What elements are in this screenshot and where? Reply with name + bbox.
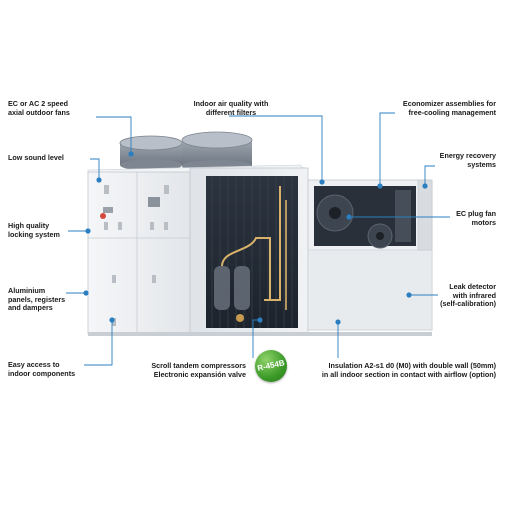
label-economizer: Economizer assemblies for free-cooling m… [402, 99, 496, 117]
refrigerant-badge: R-454B [255, 350, 287, 382]
refrigerant-badge-text: R-454B [256, 358, 286, 373]
label-economizer-line1: Economizer assemblies for [402, 99, 496, 108]
callout-dots [83, 151, 428, 325]
label-scroll-line1: Scroll tandem compressors [151, 361, 246, 370]
label-indoor-air-line1: Indoor air quality with [193, 99, 269, 108]
label-easy-access-line2: indoor components [8, 368, 76, 378]
label-ec-plug: EC plug fan motors [456, 209, 496, 227]
label-leak-detector-line3: (self-calibration) [440, 299, 496, 309]
label-scroll: Scroll tandem compressors Electronic exp… [130, 361, 246, 379]
label-aluminium-line3: and dampers [8, 303, 53, 313]
label-insulation-line2: in all indoor section in contact with ai… [321, 369, 496, 379]
label-leak-detector-line2: with infrared [452, 290, 496, 300]
label-low-sound: Low sound level [8, 153, 64, 163]
label-ec-plug-line1: EC plug fan [456, 209, 496, 218]
label-energy-recovery-line1: Energy recovery [439, 151, 496, 160]
label-easy-access-line1: Easy access to [8, 360, 60, 369]
label-axial-fans-line1: EC or AC 2 speed [8, 99, 69, 108]
label-energy-recovery-line2: systems [467, 159, 496, 169]
label-aluminium: Aluminium panels, registers and dampers [8, 286, 66, 313]
label-leak-detector-line1: Leak detector [449, 282, 496, 291]
label-leak-detector: Leak detector with infrared (self-calibr… [440, 282, 496, 309]
label-scroll-line2: Electronic expansión valve [153, 369, 246, 379]
label-aluminium-line1: Aluminium [8, 286, 46, 295]
label-indoor-air: Indoor air quality with different filter… [178, 99, 284, 117]
axial-fans [119, 131, 253, 172]
label-low-sound-line1: Low sound level [8, 153, 64, 162]
label-locking: High quality locking system [8, 221, 60, 239]
label-easy-access: Easy access to indoor components [8, 360, 76, 378]
label-indoor-air-line2: different filters [205, 107, 257, 117]
label-axial-fans-line2: axial outdoor fans [8, 107, 70, 117]
callout-lines [66, 112, 450, 366]
label-energy-recovery: Energy recovery systems [439, 151, 496, 169]
label-aluminium-line2: panels, registers [8, 294, 66, 304]
label-locking-line1: High quality [8, 221, 50, 230]
label-economizer-line2: free-cooling management [408, 107, 496, 117]
condenser-section [189, 167, 309, 335]
front-panels [87, 171, 191, 335]
unit-base [88, 332, 432, 336]
label-ec-plug-line2: motors [471, 217, 496, 227]
label-axial-fans: EC or AC 2 speed axial outdoor fans [8, 99, 70, 117]
air-handling-section [307, 179, 433, 331]
label-insulation-line1: Insulation A2-s1 d0 (M0) with double wal… [328, 361, 496, 370]
label-locking-line2: locking system [8, 229, 60, 239]
label-insulation: Insulation A2-s1 d0 (M0) with double wal… [321, 361, 496, 379]
